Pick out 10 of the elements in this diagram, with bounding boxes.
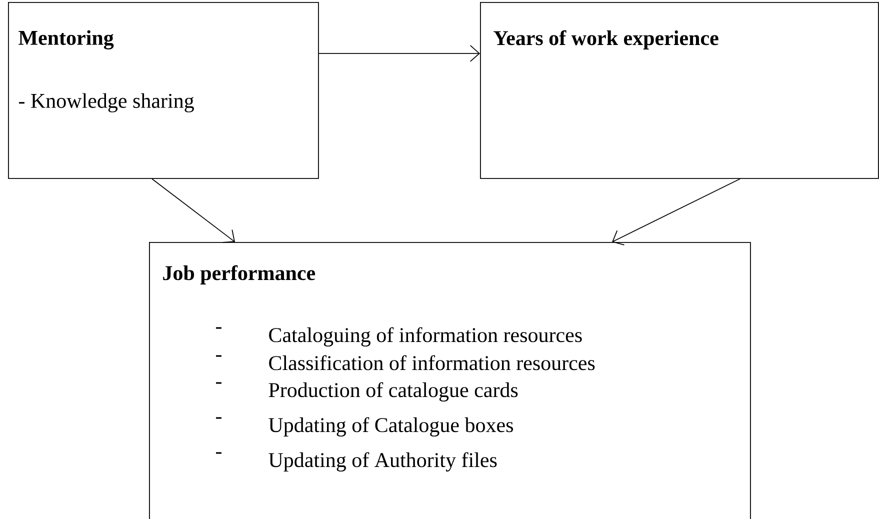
arrow: [612, 178, 740, 246]
arrow: [318, 45, 480, 62]
text-box: Mentoring - Knowledge sharing: [8, 2, 319, 179]
list-dash: -: [216, 327, 222, 329]
text-box: Years of work experience: [480, 2, 879, 179]
list-dash: -: [216, 417, 222, 419]
list-dash: -: [216, 382, 222, 384]
list-dash: -: [216, 452, 222, 454]
arrow: [152, 178, 235, 243]
list-dash: -: [216, 355, 222, 357]
